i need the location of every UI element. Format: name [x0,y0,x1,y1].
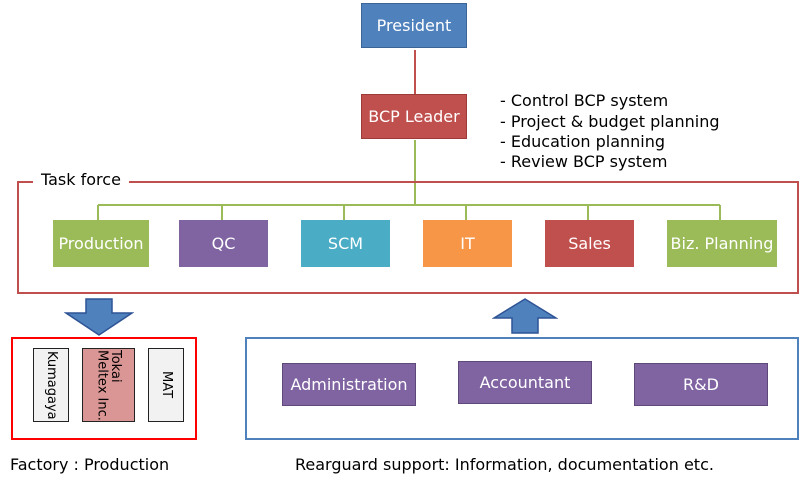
unit-it-label: IT [460,234,475,253]
duty-4: - Review BCP system [500,152,668,171]
president-box: President [361,3,467,48]
duty-1: - Control BCP system [500,91,669,110]
up-arrow-icon [492,298,558,334]
unit-biz-planning-label: Biz. Planning [670,234,774,253]
factory-site-tokai-meltex: Tokai Meltex Inc. [82,348,135,422]
factory-site-mat: MAT [148,348,184,422]
bcp-leader-box: BCP Leader [361,94,467,139]
factory-caption: Factory : Production [10,455,170,474]
support-frame [245,337,799,440]
support-administration-label: Administration [290,375,408,394]
unit-scm-label: SCM [327,234,364,253]
unit-biz-planning: Biz. Planning [667,220,777,267]
duty-2: - Project & budget planning [500,112,720,131]
support-caption: Rearguard support: Information, document… [295,455,714,474]
bcp-leader-label: BCP Leader [368,107,460,126]
unit-qc-label: QC [211,234,236,253]
unit-production: Production [53,220,149,267]
duty-3: - Education planning [500,132,666,151]
factory-site-kumagaya: Kumagaya [33,348,69,422]
support-accountant: Accountant [458,361,592,404]
support-rnd: R&D [634,363,768,406]
unit-production-label: Production [58,234,144,253]
factory-frame [11,337,197,440]
unit-sales-label: Sales [568,234,611,253]
support-accountant-label: Accountant [479,373,571,392]
support-rnd-label: R&D [683,375,719,394]
task-force-frame [17,181,799,294]
down-arrow-icon [64,298,134,336]
president-label: President [376,16,452,35]
task-force-label: Task force [33,170,129,189]
support-administration: Administration [282,363,416,406]
unit-qc: QC [179,220,268,267]
factory-site-tokai-meltex-label: Tokai Meltex Inc. [94,349,124,421]
unit-it: IT [423,220,512,267]
unit-sales: Sales [545,220,634,267]
unit-scm: SCM [301,220,390,267]
